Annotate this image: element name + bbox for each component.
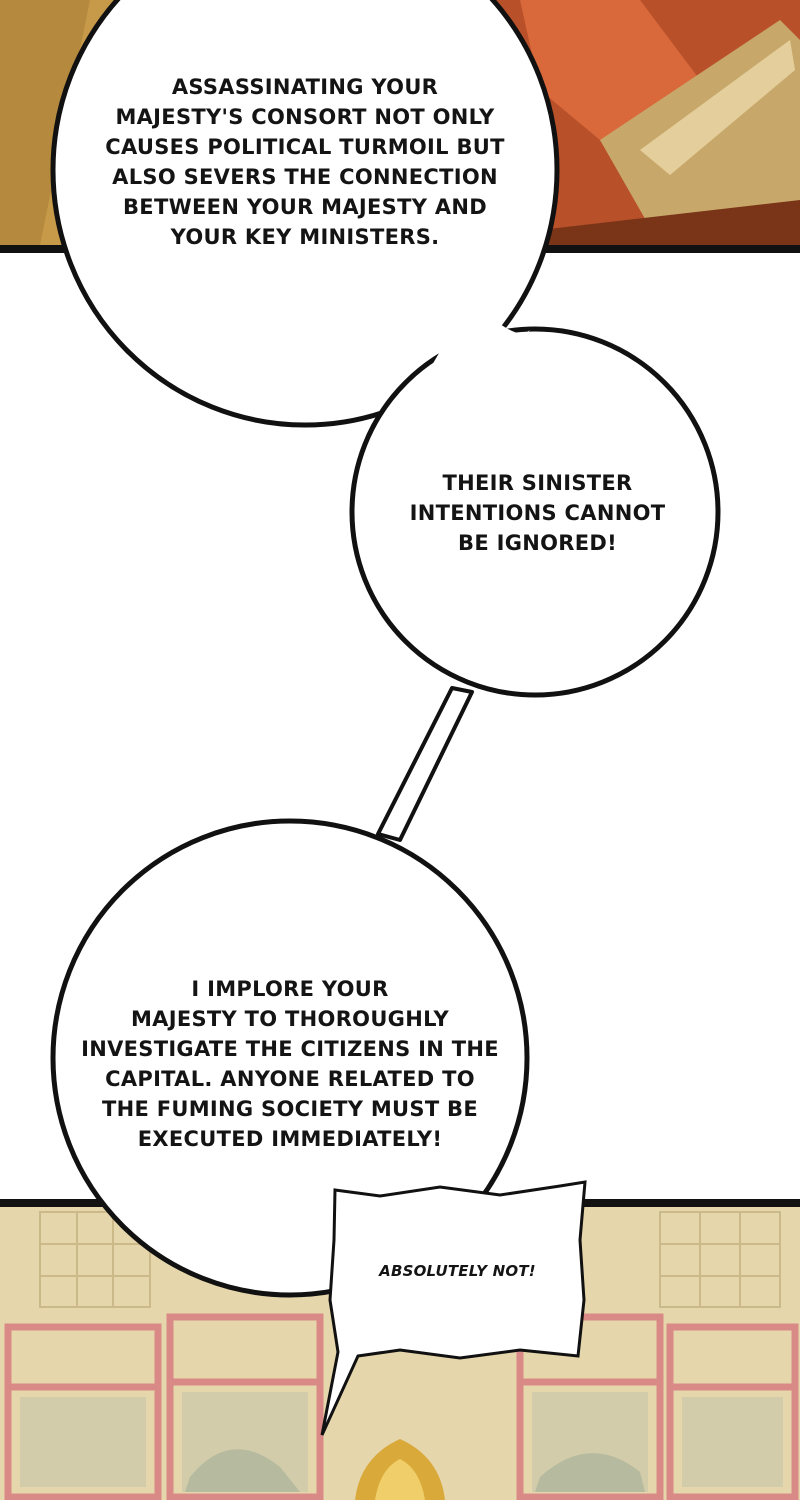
- bubble-line: EXECUTED IMMEDIATELY!: [137, 1127, 443, 1151]
- bubble-text-consort: ASSASSINATING YOUR MAJESTY'S CONSORT NOT…: [90, 72, 520, 252]
- bubble-line: ASSASSINATING YOUR: [171, 75, 439, 99]
- bubble-connector-tail: [376, 686, 474, 842]
- bubble-line: ALSO SEVERS THE CONNECTION: [112, 165, 498, 189]
- bubble-text-intentions: THEIR SINISTER INTENTIONS CANNOT BE IGNO…: [385, 468, 690, 558]
- bubble-line: THEIR SINISTER: [442, 471, 633, 495]
- bubble-line: BE IGNORED!: [458, 531, 617, 555]
- bubble-line: INTENTIONS CANNOT: [409, 501, 666, 525]
- bubble-joint: [400, 300, 530, 420]
- shout-bubble-refusal: [320, 1180, 587, 1436]
- bubble-line: INVESTIGATE THE CITIZENS IN THE: [81, 1037, 499, 1061]
- speech-bubble-intentions: [349, 326, 721, 698]
- bottom-panel: [0, 1207, 800, 1500]
- bubble-line: MAJESTY TO THOROUGHLY: [130, 1007, 450, 1031]
- bubble-line: CAPITAL. ANYONE RELATED TO: [105, 1067, 475, 1091]
- bubble-text-implore: I IMPLORE YOUR MAJESTY TO THOROUGHLY INV…: [75, 974, 505, 1154]
- bubble-line: CAUSES POLITICAL TURMOIL BUT: [105, 135, 505, 159]
- shout-text-refusal: ABSOLUTELY NOT!: [379, 1262, 536, 1280]
- bubble-line: BETWEEN YOUR MAJESTY AND: [123, 195, 487, 219]
- bubble-line: MAJESTY'S CONSORT NOT ONLY: [115, 105, 495, 129]
- speech-bubble-consort: [50, 0, 560, 428]
- bubble-line: THE FUMING SOCIETY MUST BE: [101, 1097, 479, 1121]
- bubble-line: I IMPLORE YOUR: [191, 977, 389, 1001]
- bubble-line: YOUR KEY MINISTERS.: [170, 225, 440, 249]
- palace-hall-art: [0, 1207, 800, 1500]
- speech-bubble-implore: [50, 818, 530, 1298]
